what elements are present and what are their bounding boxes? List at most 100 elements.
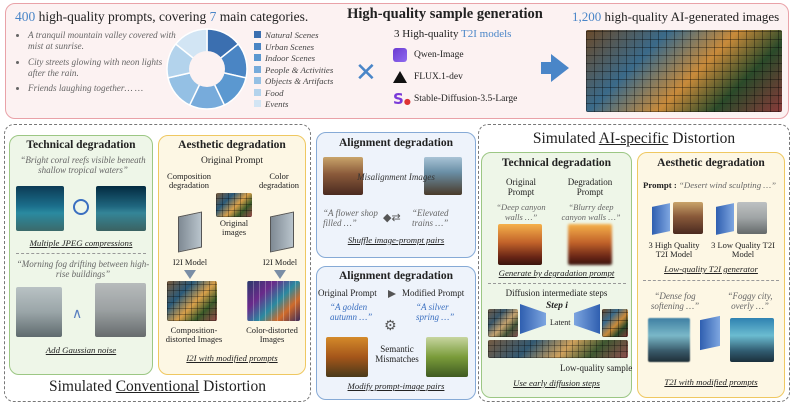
original-images-label: Original images [219,218,249,238]
ai-tech-link-2: Use early diffusion steps [513,378,600,388]
alignment-original-prompt: Original Prompt [318,288,377,298]
models-prefix: 3 High-quality [394,28,462,40]
ai-aesthetic-quote-right: “Foggy city, overly …” [727,291,773,312]
ai-technical-title: Technical degradation [501,157,612,169]
i2i-model-icon-right [270,211,294,253]
step-i-label: Step i [546,301,568,311]
legend-swatch [254,42,261,50]
images-heading: 1,200 high-quality AI-generated images [572,9,779,25]
alignment-shuffle-link: Shuffle image-prompt pairs [347,235,445,245]
gaussian-curve-icon: ∧ [72,306,83,322]
alignment-modify-card [316,266,476,400]
ai-tech-quote-left: “Deep canyon walls …” [496,202,546,222]
prompts-count: 400 [15,9,36,24]
autumn-forest-image [326,337,368,377]
qwen-logo-icon [393,48,407,62]
ai-prompt-label: Prompt : [643,180,677,190]
ai-aesthetic-link-2: T2I with modified prompts [664,377,758,387]
conv-technical-quote-1: “Bright coral reefs visible beneath shal… [20,155,146,176]
low-quality-models-label: 3 Low Quality T2I Model [711,240,775,260]
conventional-footer: Simulated Conventional Distortion [4,378,311,396]
conventional-panel [4,124,311,402]
legend-item: Natural Scenes [254,30,333,42]
ai-prompt-quote: “Desert wind sculpting …” [679,180,777,190]
model-name: Qwen-Image [414,50,464,60]
cross-icon: ✕ [355,58,377,88]
model-list: Qwen-Image FLUX.1-dev S● Stable-Diffusio… [393,44,563,110]
ai-prompt-line: Prompt : “Desert wind sculpting …” [643,180,776,190]
foggy-city-image-left [648,318,690,362]
conv-aesthetic-title: Aesthetic degradation [178,139,286,151]
generated-images-grid [586,30,782,112]
compression-icon [73,199,89,215]
model-item-sd: S● Stable-Diffusion-3.5-Large [393,88,563,110]
category-donut-chart [166,28,248,110]
model-name: Stable-Diffusion-3.5-Large [414,94,518,104]
alignment2-quote-right: “A silver spring …” [416,302,455,323]
legend-swatch [254,54,261,61]
down-arrow-icon-left [184,270,196,279]
alignment-shuffle-card [316,132,476,258]
prompt-example: Friends laughing together… … [28,83,176,94]
right-arrow-icon [551,54,569,82]
t2i-model-icon [700,315,720,351]
right-arrow-small-icon [388,290,396,298]
diffusion-noise-strip [488,309,518,337]
semantic-mismatches-label: Semantic Mismatches [375,344,419,364]
ai-degradation-prompt: Degradation Prompt [567,177,613,197]
coral-reef-image [16,186,64,231]
foggy-city-image-right [730,318,774,362]
conv-footer-b: Distortion [199,378,266,395]
diffusion-output-strip [602,309,628,337]
legend-swatch [254,88,261,96]
ai-specific-panel [478,124,790,402]
composition-distorted-label: Composition-distorted Images [165,325,223,345]
divider [488,283,626,284]
ai-specific-title: Simulated AI-specific Distortion [478,130,790,148]
conv-original-prompt: Original Prompt [200,156,263,166]
model-name: FLUX.1-dev [414,72,463,82]
ai-original-prompt: Original Prompt [506,177,536,197]
alignment-modify-link: Modify prompt-image pairs [347,381,445,391]
low-quality-images-stack [737,202,767,234]
legend-label: Urban Scenes [265,41,315,52]
right-arrow-shaft [541,62,552,74]
fog-buildings-image [16,287,62,337]
legend-label: Objects & Artifacts [265,76,334,86]
latent-label: Latent [550,318,571,327]
high-quality-images-stack [673,202,703,234]
prompts-text-a: high-quality prompts, covering [35,9,210,24]
alignment2-quote-left: “A golden autumn …” [330,302,373,323]
ai-aesthetic-title: Aesthetic degradation [657,157,765,169]
conv-technical-link-1: Multiple JPEG compressions [29,238,133,248]
legend-swatch [254,100,261,107]
conv-technical-title: Technical degradation [26,139,136,151]
low-quality-sample-label: Low-quality sample [560,363,633,373]
prompt-example: A tranquil mountain valley covered with … [28,30,176,52]
legend-label: Natural Scenes [265,30,319,40]
conv-footer-a: Simulated [48,378,116,395]
legend-label: Food [265,87,284,98]
legend-item: Food [254,88,333,100]
color-distorted-images [247,281,300,321]
flower-shop-image [323,157,363,195]
banner-title: High-quality sample generation [347,6,543,22]
i2i-model-label-right: I2I Model [262,257,298,267]
high-quality-model-icon [652,203,670,235]
shuffle-icon: ◆⇄ [383,211,401,224]
down-arrow-icon-right [274,270,286,279]
low-quality-samples-strip [488,340,628,358]
gears-icon: ⚙ [384,318,397,334]
legend-swatch [254,31,261,38]
color-degradation-label: Color degradation [258,171,300,191]
spring-forest-image [426,337,468,377]
conv-technical-quote-2: “Morning fog drifting between high-rise … [16,259,150,280]
i2i-model-label-left: I2I Model [172,257,208,267]
color-distorted-label: Color-distorted Images [246,325,298,345]
ai-title-a: Simulated [532,130,599,147]
divider [16,253,146,254]
canyon-image [498,224,542,265]
compressed-reef-image [96,186,146,231]
stability-logo-icon: S● [393,90,411,108]
legend-item: People & Activities [254,65,333,77]
